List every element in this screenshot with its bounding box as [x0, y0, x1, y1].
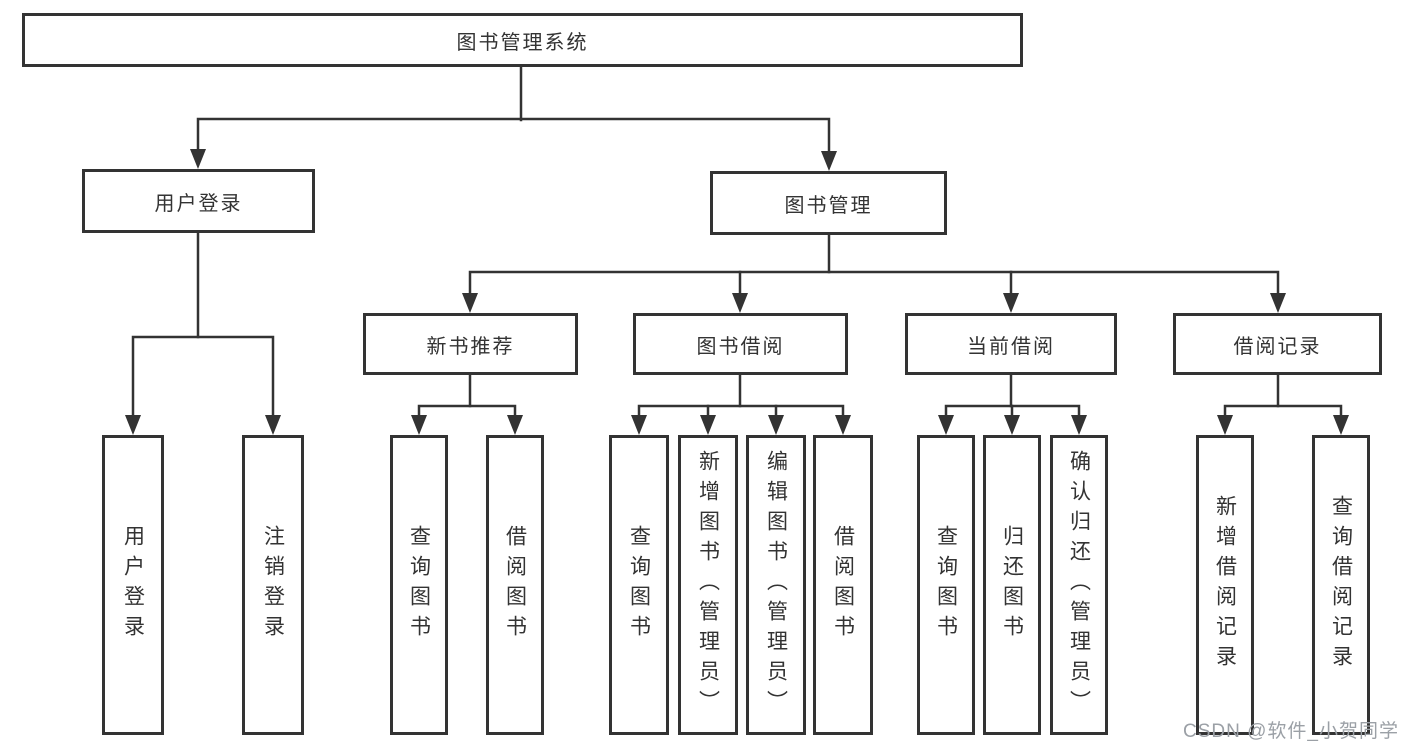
leaf-label: 编辑图书（管理员） [764, 450, 788, 720]
connector [637, 404, 845, 418]
leaf-br-add-record: 新增借阅记录 [1196, 435, 1254, 735]
arrow-down-icon [507, 415, 523, 435]
arrow-down-icon [265, 415, 281, 435]
arrow-down-icon [1270, 293, 1286, 313]
leaf-label: 查询图书 [407, 525, 431, 645]
node-label: 当前借阅 [967, 335, 1055, 358]
connector [196, 117, 831, 154]
node-root: 图书管理系统 [22, 13, 1023, 67]
leaf-label: 确认归还（管理员） [1067, 450, 1091, 720]
leaf-bb-edit-books-admin: 编辑图书（管理员） [746, 435, 806, 735]
leaf-nb-query-books: 查询图书 [390, 435, 448, 735]
leaf-label: 借阅图书 [503, 525, 527, 645]
arrow-down-icon [700, 415, 716, 435]
arrow-down-icon [462, 293, 478, 313]
leaf-nb-borrow-books: 借阅图书 [486, 435, 544, 735]
arrow-down-icon [1217, 415, 1233, 435]
leaf-label: 查询图书 [934, 525, 958, 645]
node-current-borrow: 当前借阅 [905, 313, 1117, 375]
leaf-label: 注销登录 [261, 525, 285, 645]
csdn-watermark: CSDN @软件_小贺同学 [1183, 721, 1399, 742]
leaf-label: 新增借阅记录 [1213, 495, 1237, 675]
node-label: 图书借阅 [696, 335, 785, 358]
connector [468, 270, 1280, 296]
connector [417, 404, 517, 418]
node-user-login: 用户登录 [82, 169, 315, 233]
arrow-down-icon [190, 149, 206, 169]
node-label: 借阅记录 [1233, 335, 1322, 358]
node-label: 图书管理 [784, 194, 873, 217]
arrow-down-icon [631, 415, 647, 435]
leaf-label: 借阅图书 [831, 525, 855, 645]
leaf-cb-query-books: 查询图书 [917, 435, 975, 735]
arrow-down-icon [938, 415, 954, 435]
arrow-down-icon [835, 415, 851, 435]
leaf-label: 查询借阅记录 [1329, 495, 1353, 675]
arrow-down-icon [1003, 293, 1019, 313]
arrow-down-icon [768, 415, 784, 435]
connector-segments [131, 65, 1343, 418]
arrow-down-icon [821, 151, 837, 171]
connector [131, 335, 275, 418]
leaf-user-login: 用户登录 [102, 435, 164, 735]
leaf-label: 查询图书 [627, 525, 651, 645]
leaf-bb-query-books: 查询图书 [609, 435, 669, 735]
leaf-label: 新增图书（管理员） [696, 450, 720, 720]
node-label: 用户登录 [154, 192, 243, 215]
arrow-down-icon [411, 415, 427, 435]
node-borrow-records: 借阅记录 [1173, 313, 1382, 375]
arrowheads [125, 149, 1349, 435]
node-label: 新书推荐 [426, 335, 515, 358]
leaf-bb-add-books-admin: 新增图书（管理员） [678, 435, 738, 735]
leaf-bb-borrow-books: 借阅图书 [813, 435, 873, 735]
leaf-label: 归还图书 [1000, 525, 1024, 645]
arrow-down-icon [1004, 415, 1020, 435]
node-new-book-recommend: 新书推荐 [363, 313, 578, 375]
connector [1223, 404, 1343, 418]
arrow-down-icon [1071, 415, 1087, 435]
arrow-down-icon [1333, 415, 1349, 435]
node-book-borrow: 图书借阅 [633, 313, 848, 375]
node-root-label: 图书管理系统 [456, 31, 589, 54]
leaf-label: 用户登录 [121, 525, 145, 645]
leaf-cb-return-books: 归还图书 [983, 435, 1041, 735]
leaf-br-query-record: 查询借阅记录 [1312, 435, 1370, 735]
arrow-down-icon [125, 415, 141, 435]
node-book-management: 图书管理 [710, 171, 947, 235]
leaf-cb-confirm-return-admin: 确认归还（管理员） [1050, 435, 1108, 735]
leaf-logout: 注销登录 [242, 435, 304, 735]
arrow-down-icon [732, 293, 748, 313]
